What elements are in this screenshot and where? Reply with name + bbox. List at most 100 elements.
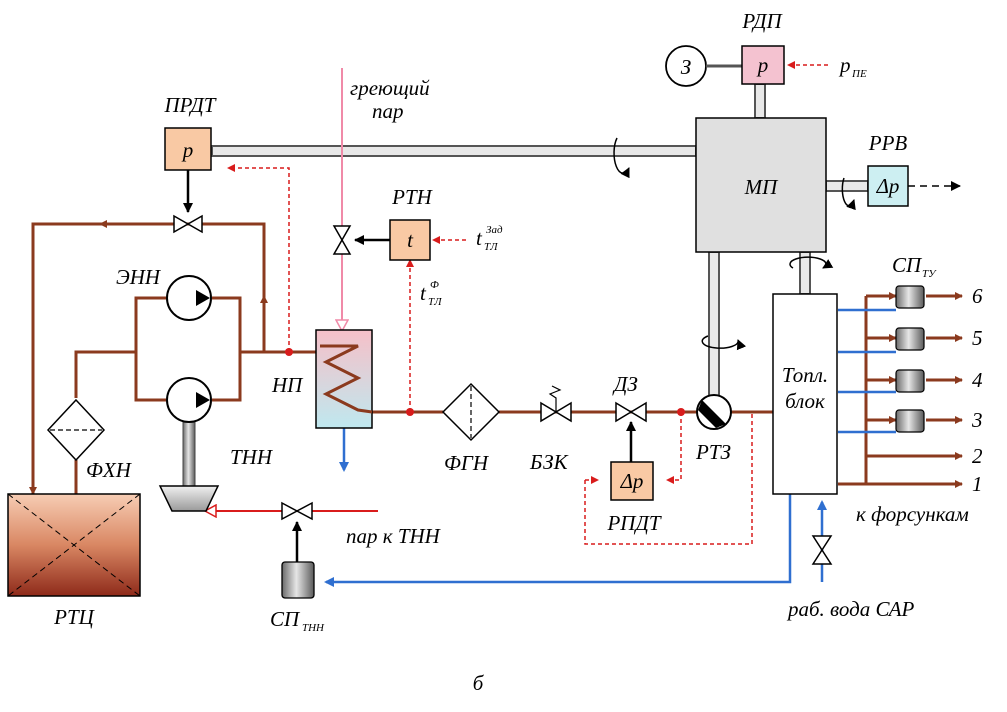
rpdt-label: РПДТ	[606, 511, 661, 535]
rtn-label: РТН	[391, 185, 434, 209]
steam-lines	[206, 61, 961, 545]
t-f-superscript: Ф	[430, 279, 439, 291]
motor-label: З	[681, 55, 691, 79]
p-pe-subscript: ПЕ	[851, 68, 867, 80]
control-links	[183, 170, 636, 562]
tnn-pump: ТНН	[158, 377, 274, 512]
fuel-tnn-inlet	[134, 352, 166, 402]
rpdt-signal-loop	[584, 411, 753, 545]
junction-dots	[285, 348, 685, 416]
output-number: 5	[972, 326, 983, 350]
fuel-block: Топл. блок	[772, 293, 838, 495]
pump-arrow-icon	[196, 290, 210, 306]
rrv-box	[867, 165, 909, 207]
t-zad-label: t	[476, 226, 483, 250]
rdp-box	[741, 45, 785, 85]
np-heater: НП	[271, 329, 373, 429]
mp-unit: МП	[695, 117, 827, 253]
fgn-label: ФГН	[444, 451, 490, 475]
pump-arrow-icon	[196, 392, 210, 408]
fuel-pump-outlet	[212, 296, 242, 402]
shaft-mp-rrv	[825, 180, 869, 192]
shaft-prdt-mp	[211, 145, 697, 157]
fuel-enn-inlet	[134, 296, 166, 352]
rpdt-signal-right	[666, 412, 682, 484]
pump-icon	[166, 377, 212, 423]
rtc-tank: РТЦ	[7, 493, 141, 629]
valve-icon	[615, 401, 647, 423]
rrv-symbol: Δp	[876, 174, 900, 198]
rotation-arrow-icon	[701, 335, 747, 351]
rotation-arrow-icon	[613, 137, 630, 179]
valve-icon	[173, 214, 203, 234]
rdp-label: РДП	[741, 9, 783, 33]
fhn-label: ФХН	[86, 458, 133, 482]
output-number: 6	[972, 284, 983, 308]
heater-coil-icon	[320, 344, 373, 414]
sp-tu-valve-icon	[895, 327, 925, 351]
sp-tu-valve-icon	[895, 369, 925, 393]
t-zad-superscript: Зад	[486, 224, 503, 236]
fhn-filter: ФХН	[46, 398, 133, 482]
throttle-disc-icon	[698, 400, 726, 428]
work-water-label: раб. вода САР	[786, 597, 915, 621]
injector-numbers: 6 5 4 3 2 1 к форсункам	[856, 284, 983, 526]
pump-icon	[166, 275, 212, 321]
steam-to-tnn-label: пар к ТНН	[346, 524, 442, 548]
sp-tu-subscript: ТУ	[922, 268, 937, 280]
rrv-controller: Δp РРВ	[867, 131, 909, 207]
rpdt-symbol: Δp	[620, 469, 644, 493]
fuel-block-label-1: Топл.	[782, 363, 828, 387]
t-f-subscript: ТЛ	[428, 296, 442, 308]
heating-steam-label-1: греющий	[350, 76, 430, 100]
mp-box	[695, 117, 827, 253]
fuel-distribution-header	[838, 296, 868, 486]
rtz-throttle: РТЗ	[695, 394, 732, 464]
tank-cross	[7, 493, 141, 597]
rrv-label: РРВ	[868, 131, 908, 155]
tnn-label: ТНН	[230, 445, 274, 469]
rdp-controller: З p РДП p ПЕ	[665, 9, 867, 87]
prdt-valve	[173, 214, 203, 234]
dz-label: ДЗ	[612, 372, 638, 396]
dz-valve: ДЗ	[612, 372, 647, 423]
shaft-mp-rtz	[708, 251, 720, 399]
output-number: 4	[972, 368, 983, 392]
to-injectors-label: к форсункам	[856, 502, 969, 526]
sp-tu-valve-icon	[895, 285, 925, 309]
figure-caption: б	[473, 671, 485, 695]
mp-label: МП	[744, 175, 779, 199]
bzk-valve: БЗК	[529, 385, 572, 474]
junction-dot	[285, 348, 293, 356]
prdt-label: ПРДТ	[164, 93, 217, 117]
sp-tnn-actuator-icon	[281, 561, 315, 599]
output-number: 2	[972, 444, 983, 468]
rtc-label: РТЦ	[53, 605, 96, 629]
spring-icon	[548, 385, 562, 412]
rdp-symbol: p	[756, 53, 769, 77]
fuel-lines	[29, 220, 868, 495]
enn-pump: ЭНН	[116, 265, 212, 321]
turbine-icon	[158, 485, 220, 512]
rotation-arrow-icon	[841, 177, 856, 211]
enn-label: ЭНН	[116, 265, 162, 289]
heating-steam-label-2: пар	[372, 99, 404, 123]
sp-tu-label: СП	[892, 253, 923, 277]
sp-tu-valves: СП ТУ	[892, 253, 937, 433]
injector-branches	[866, 292, 963, 488]
rpdt-box	[610, 461, 654, 501]
sp-tnn: пар к ТНН СП ТНН	[270, 501, 442, 634]
rpdt-controller: Δp РПДТ	[606, 461, 662, 535]
junction-dot	[406, 408, 414, 416]
t-f-label: t	[420, 281, 427, 305]
np-label: НП	[271, 373, 304, 397]
rtn-box	[389, 219, 431, 261]
valve-icon	[811, 535, 833, 565]
bzk-label: БЗК	[529, 450, 569, 474]
prdt-controller: p ПРДТ	[164, 93, 217, 171]
sp-tu-valve-icon	[895, 409, 925, 433]
p-pe-label: p	[838, 53, 851, 77]
sp-tnn-subscript: ТНН	[302, 622, 325, 634]
fgn-filter: ФГН	[441, 382, 501, 475]
